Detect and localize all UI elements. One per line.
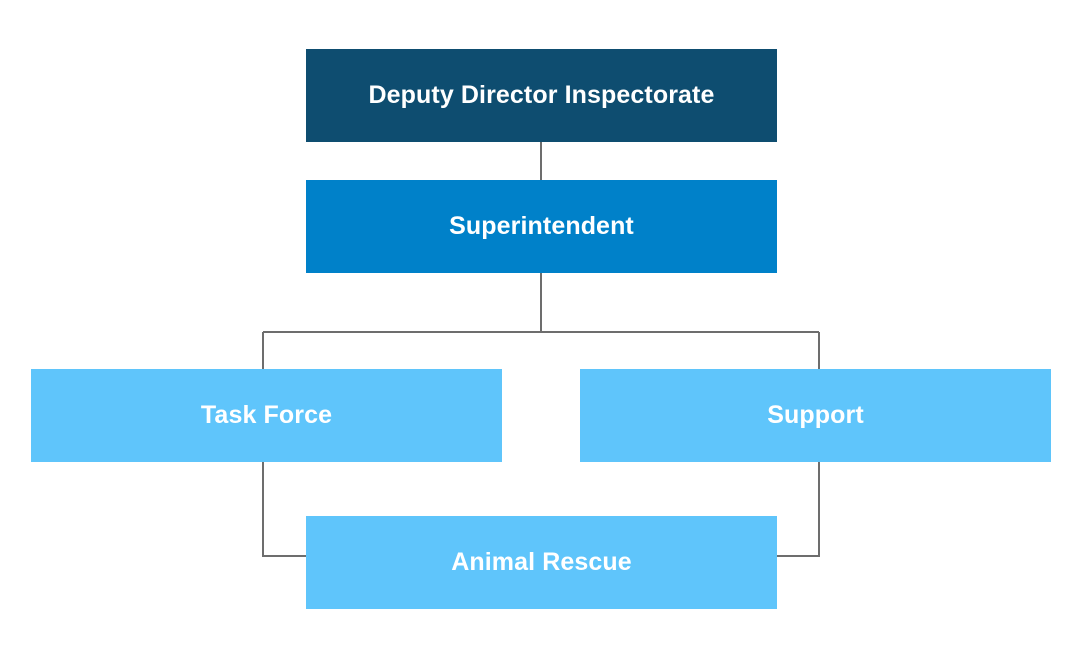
node-task-force-label: Task Force [200, 401, 333, 429]
node-support: Support [580, 369, 1051, 462]
node-superintendent-label: Superintendent [449, 212, 634, 240]
node-task-force: Task Force [31, 369, 502, 462]
connector-support-to-animal-rescue [777, 462, 820, 557]
node-deputy-director: Deputy Director Inspectorate [306, 49, 777, 142]
node-animal-rescue: Animal Rescue [306, 516, 777, 609]
connector-task-force-to-animal-rescue [262, 462, 306, 557]
node-support-label: Support [767, 401, 864, 429]
connector-superintendent-to-branches [262, 273, 820, 369]
node-deputy-director-label: Deputy Director Inspectorate [368, 81, 715, 109]
node-superintendent: Superintendent [306, 180, 777, 273]
node-animal-rescue-label: Animal Rescue [451, 548, 632, 576]
